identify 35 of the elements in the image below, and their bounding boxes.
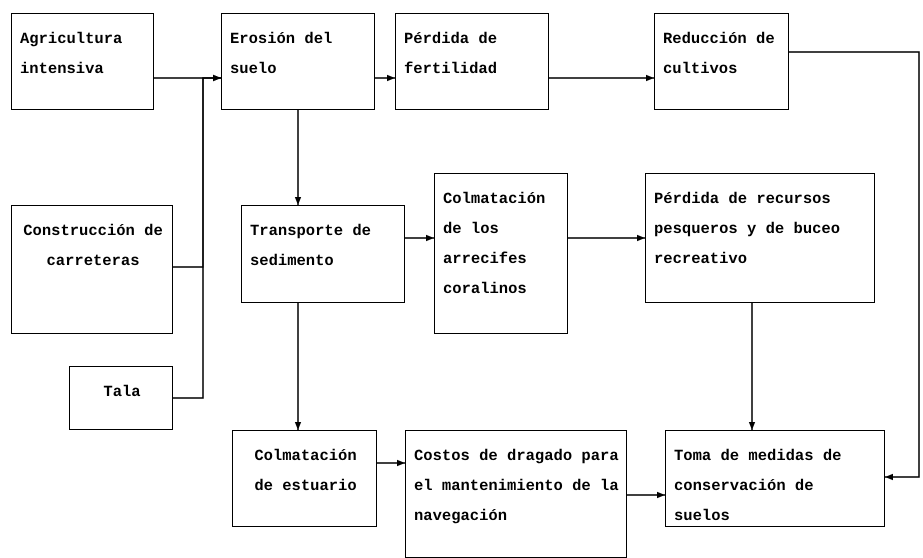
arrow <box>294 110 302 205</box>
arrow <box>405 234 434 242</box>
box-text: Reducción de cultivos <box>663 29 776 80</box>
process-box <box>645 173 875 303</box>
arrow <box>568 234 645 242</box>
arrow <box>789 51 920 480</box>
process-box <box>654 13 789 110</box>
arrow <box>627 492 665 498</box>
box-text: Agricultura intensiva <box>20 29 124 80</box>
box-text: Erosión del suelo <box>230 29 334 80</box>
box-text: Construcción de carreteras <box>22 221 164 272</box>
process-box <box>405 430 627 558</box>
box-text: Tala <box>102 382 142 403</box>
process-box <box>665 430 885 527</box>
arrow <box>375 74 395 82</box>
box-text: Pérdida de recursos pesqueros y de buceo recreativo <box>654 189 842 270</box>
box-text: Costos de dragado para el mantenimiento de la navegación <box>414 446 620 527</box>
box-text: Colmatación de estuario <box>253 446 358 497</box>
process-box <box>221 13 375 110</box>
process-box <box>232 430 377 527</box>
process-box <box>395 13 549 110</box>
box-text: Toma de medidas de conservación de suelos <box>674 446 842 527</box>
process-box <box>434 173 568 334</box>
arrow <box>377 460 405 466</box>
arrow <box>748 303 756 430</box>
box-text: Pérdida de fertilidad <box>404 29 498 80</box>
process-box <box>11 205 173 334</box>
box-text: Transporte de sedimento <box>250 221 372 272</box>
box-text: Colmatación de los arrecifes coralinos <box>443 189 546 300</box>
process-box <box>11 13 154 110</box>
arrow <box>173 74 221 399</box>
arrow <box>294 303 302 430</box>
process-box <box>241 205 405 303</box>
process-box <box>69 366 173 430</box>
arrow <box>549 74 654 82</box>
